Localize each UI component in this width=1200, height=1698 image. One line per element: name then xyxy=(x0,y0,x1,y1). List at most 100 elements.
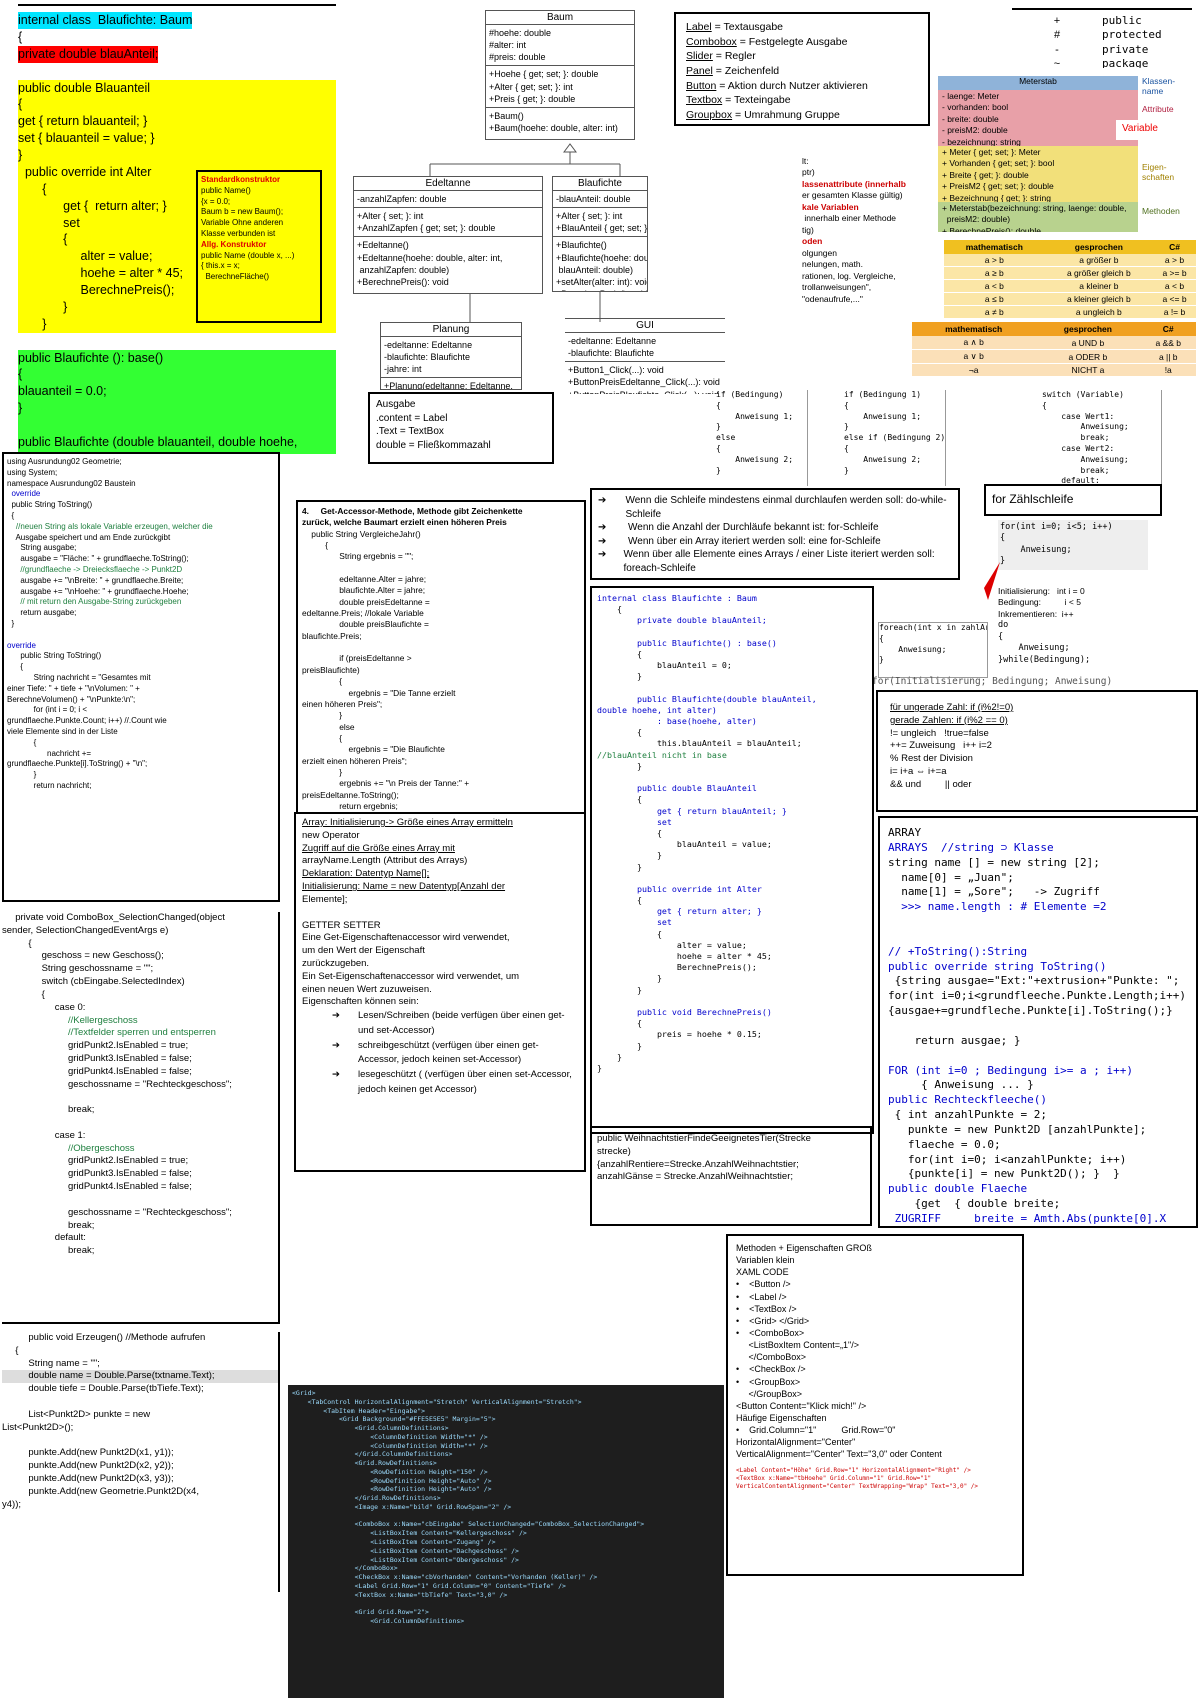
code-line: <Grid Grid.Row="2"> xyxy=(292,1608,429,1617)
for-init-line: Inkrementieren: i++ xyxy=(998,608,1074,619)
code-line: einer Tiefe: " + tiefe + "\nVolumen: " + xyxy=(7,683,140,693)
meterstab-class-diagram: Meterstab - laenge: Meter- vorhanden: bo… xyxy=(938,76,1196,232)
code-line: internal class Blaufichte : Baum xyxy=(597,593,757,603)
text-line: public WeihnachtstierFindeGeeignetesTier… xyxy=(597,1133,811,1144)
code-line: edeltanne.Alter = jahre; xyxy=(302,574,427,585)
code-line: } xyxy=(18,147,336,164)
xaml-note-line: HorizontalAlignment="Center" xyxy=(736,1437,856,1448)
text-line: Eine Get-Eigenschaftenaccessor wird verw… xyxy=(302,932,510,944)
uml-member: -anzahlZapfen: double xyxy=(357,194,447,204)
ausgabe-line: .content = Label xyxy=(376,412,448,424)
control-term: Label xyxy=(686,21,712,33)
code-line: } xyxy=(597,1062,602,1073)
code-line: override xyxy=(7,640,36,650)
code-line: { xyxy=(597,794,642,805)
code-line: get { return blauanteil; } xyxy=(18,113,336,131)
code-line: private void ComboBox_SelectionChanged(o… xyxy=(2,912,225,923)
uml-member: +BlauAnteil { get; set; }: double xyxy=(556,223,648,234)
table-cell: a != b xyxy=(1153,305,1196,319)
code-line: <RowDefinition Height="150" /> xyxy=(292,1467,488,1476)
konstruktor-line: Klasse verbunden ist xyxy=(201,228,276,238)
code-line: this.blauAnteil = blauAnteil; xyxy=(597,738,802,749)
access-word: public xyxy=(1102,14,1142,27)
property-kind-text: schreibgeschützt (verfügen über einen ge… xyxy=(358,1039,539,1066)
code-line: { xyxy=(302,540,329,551)
konstruktor-line: Standardkonstruktor xyxy=(201,175,281,184)
code-line xyxy=(888,1049,1188,1064)
meta-prop: + PreisM2 { get; set; }: double xyxy=(942,181,1054,192)
xaml-note-line: VerticalAlignment="Center" Text="3,0" od… xyxy=(736,1449,942,1460)
code-line xyxy=(18,417,336,434)
blaufichte-highlight-block: internal class Blaufichte: Baum{private … xyxy=(18,4,336,454)
text-line: Eigenschaften können sein: xyxy=(302,996,419,1008)
konstruktor-line: { this.x = x; xyxy=(201,261,240,271)
konstruktor-line: Allg. Konstruktor xyxy=(201,239,267,249)
operators-notes-box: für ungerade Zahl: if (i%2!=0)gerade Zah… xyxy=(876,690,1198,812)
code-line: <ListBoxItem Content="Dachgeschoss" /> xyxy=(292,1546,519,1555)
xaml-note-line: XAML CODE xyxy=(736,1267,789,1278)
code-line: using Ausrundung02 Geometrie; xyxy=(7,457,122,466)
xaml-note-line: </GroupBox> xyxy=(736,1388,803,1399)
code-line: <Label Grid.Row="1" Grid.Column="0" Cont… xyxy=(292,1581,566,1590)
loop-rule: ➔Wenn über ein Array iteriert werden sol… xyxy=(598,535,952,549)
code-line: gridPunkt3.IsEnabled = false; xyxy=(2,1052,192,1064)
control-definition: Textbox = Texteingabe xyxy=(686,93,918,108)
uml-member: blauAnteil: double) xyxy=(556,264,634,275)
code-line: public Blaufichte (): base() xyxy=(18,349,336,367)
table-header: gesprochen xyxy=(1035,322,1141,336)
code-line xyxy=(18,63,336,80)
code-line: } xyxy=(7,618,15,628)
code-line: sender, SelectionChangedEventArgs e) xyxy=(2,924,169,936)
meta-prop: + Meter { get; set; }: Meter xyxy=(942,147,1041,157)
text-line: gerade Zahlen: if (i%2 == 0) xyxy=(890,714,1008,726)
code-line: einen höheren Preis"; xyxy=(302,698,383,709)
table-cell: ¬a xyxy=(912,363,1036,377)
code-line: } xyxy=(302,710,343,721)
code-line: public Blaufichte() : base() xyxy=(597,637,777,648)
code-line: punkte.Add(new Punkt2D(x1, y1)); xyxy=(2,1447,174,1459)
for-loop-details: for(int i=0; i<5; i++){ Anweisung;} Init… xyxy=(998,520,1148,690)
code-line: ergebnis = "Die Tanne erzielt xyxy=(302,687,456,698)
arrow-icon: ➔ xyxy=(332,1010,340,1022)
code-line: ARRAYS //string ⊃ Klasse xyxy=(888,840,1054,854)
konstruktor-line: {x = 0.0; xyxy=(201,196,231,206)
uml-member: #alter: int xyxy=(489,40,527,51)
text-line: für ungerade Zahl: if (i%2!=0) xyxy=(890,702,1014,713)
code-line: { xyxy=(302,732,343,743)
code-line: //grundflaeche -> Dreiecksflaeche -> Pun… xyxy=(7,564,183,574)
konstruktor-line: Baum b = new Baum(); xyxy=(201,207,284,217)
text-line: strecke) xyxy=(597,1145,631,1157)
xaml-note-line: <ListBoxItem Content=„1"/> xyxy=(736,1340,860,1351)
uml-class-gui: GUI -edeltanne: Edeltanne-blaufichte: Bl… xyxy=(565,318,725,394)
note-line: nelungen, math. xyxy=(802,259,863,270)
code-line: ARRAY xyxy=(888,826,1188,841)
code-line: List<Punkt2D> punkte = new xyxy=(2,1408,151,1420)
xaml-note-line: • <Label /> xyxy=(736,1291,787,1302)
code-line: // mit return den Ausgabe-String zurückg… xyxy=(7,597,182,607)
code-line: internal class Blaufichte: Baum xyxy=(18,12,193,29)
for-init-line: Bedingung: i < 5 xyxy=(998,597,1081,608)
uml-baum-title: Baum xyxy=(486,11,634,25)
code-line: {punkte[i] = new Punkt2D(); } } xyxy=(888,1167,1120,1181)
code-line: <CheckBox x:Name="cbVorhanden" Content="… xyxy=(292,1573,598,1582)
code-line: { xyxy=(18,180,336,198)
uml-blaufichte-properties: +Alter { set; }: int+BlauAnteil { get; s… xyxy=(553,208,648,238)
text-line: anzahlGänse = Strecke.AnzahlWeihnachtsti… xyxy=(597,1171,794,1183)
code-line: preisBlaufichte) xyxy=(302,664,360,675)
uml-planung-attributes: -edeltanne: Edeltanne-blaufichte: Blaufi… xyxy=(381,337,521,379)
code-line: public Rechteckfleeche() xyxy=(888,1093,1047,1107)
code-line: } xyxy=(844,422,849,432)
table-cell: a ∧ b xyxy=(912,336,1036,350)
code-line: gridPunkt4.IsEnabled = false; xyxy=(2,1181,192,1193)
text-line: ++= Zuweisung i++ i=2 xyxy=(890,740,992,752)
code-line: Anweisung 2; xyxy=(844,454,922,464)
code-line xyxy=(302,642,580,653)
uml-member: +BerechnePreis(): void xyxy=(357,276,449,287)
uml-member: +Edeltanne(hoehe: double, alter: int, xyxy=(357,252,503,263)
table-cell: a kleiner gleich b xyxy=(1044,292,1153,306)
xaml-note-line: • <Grid> </Grid> xyxy=(736,1315,810,1326)
